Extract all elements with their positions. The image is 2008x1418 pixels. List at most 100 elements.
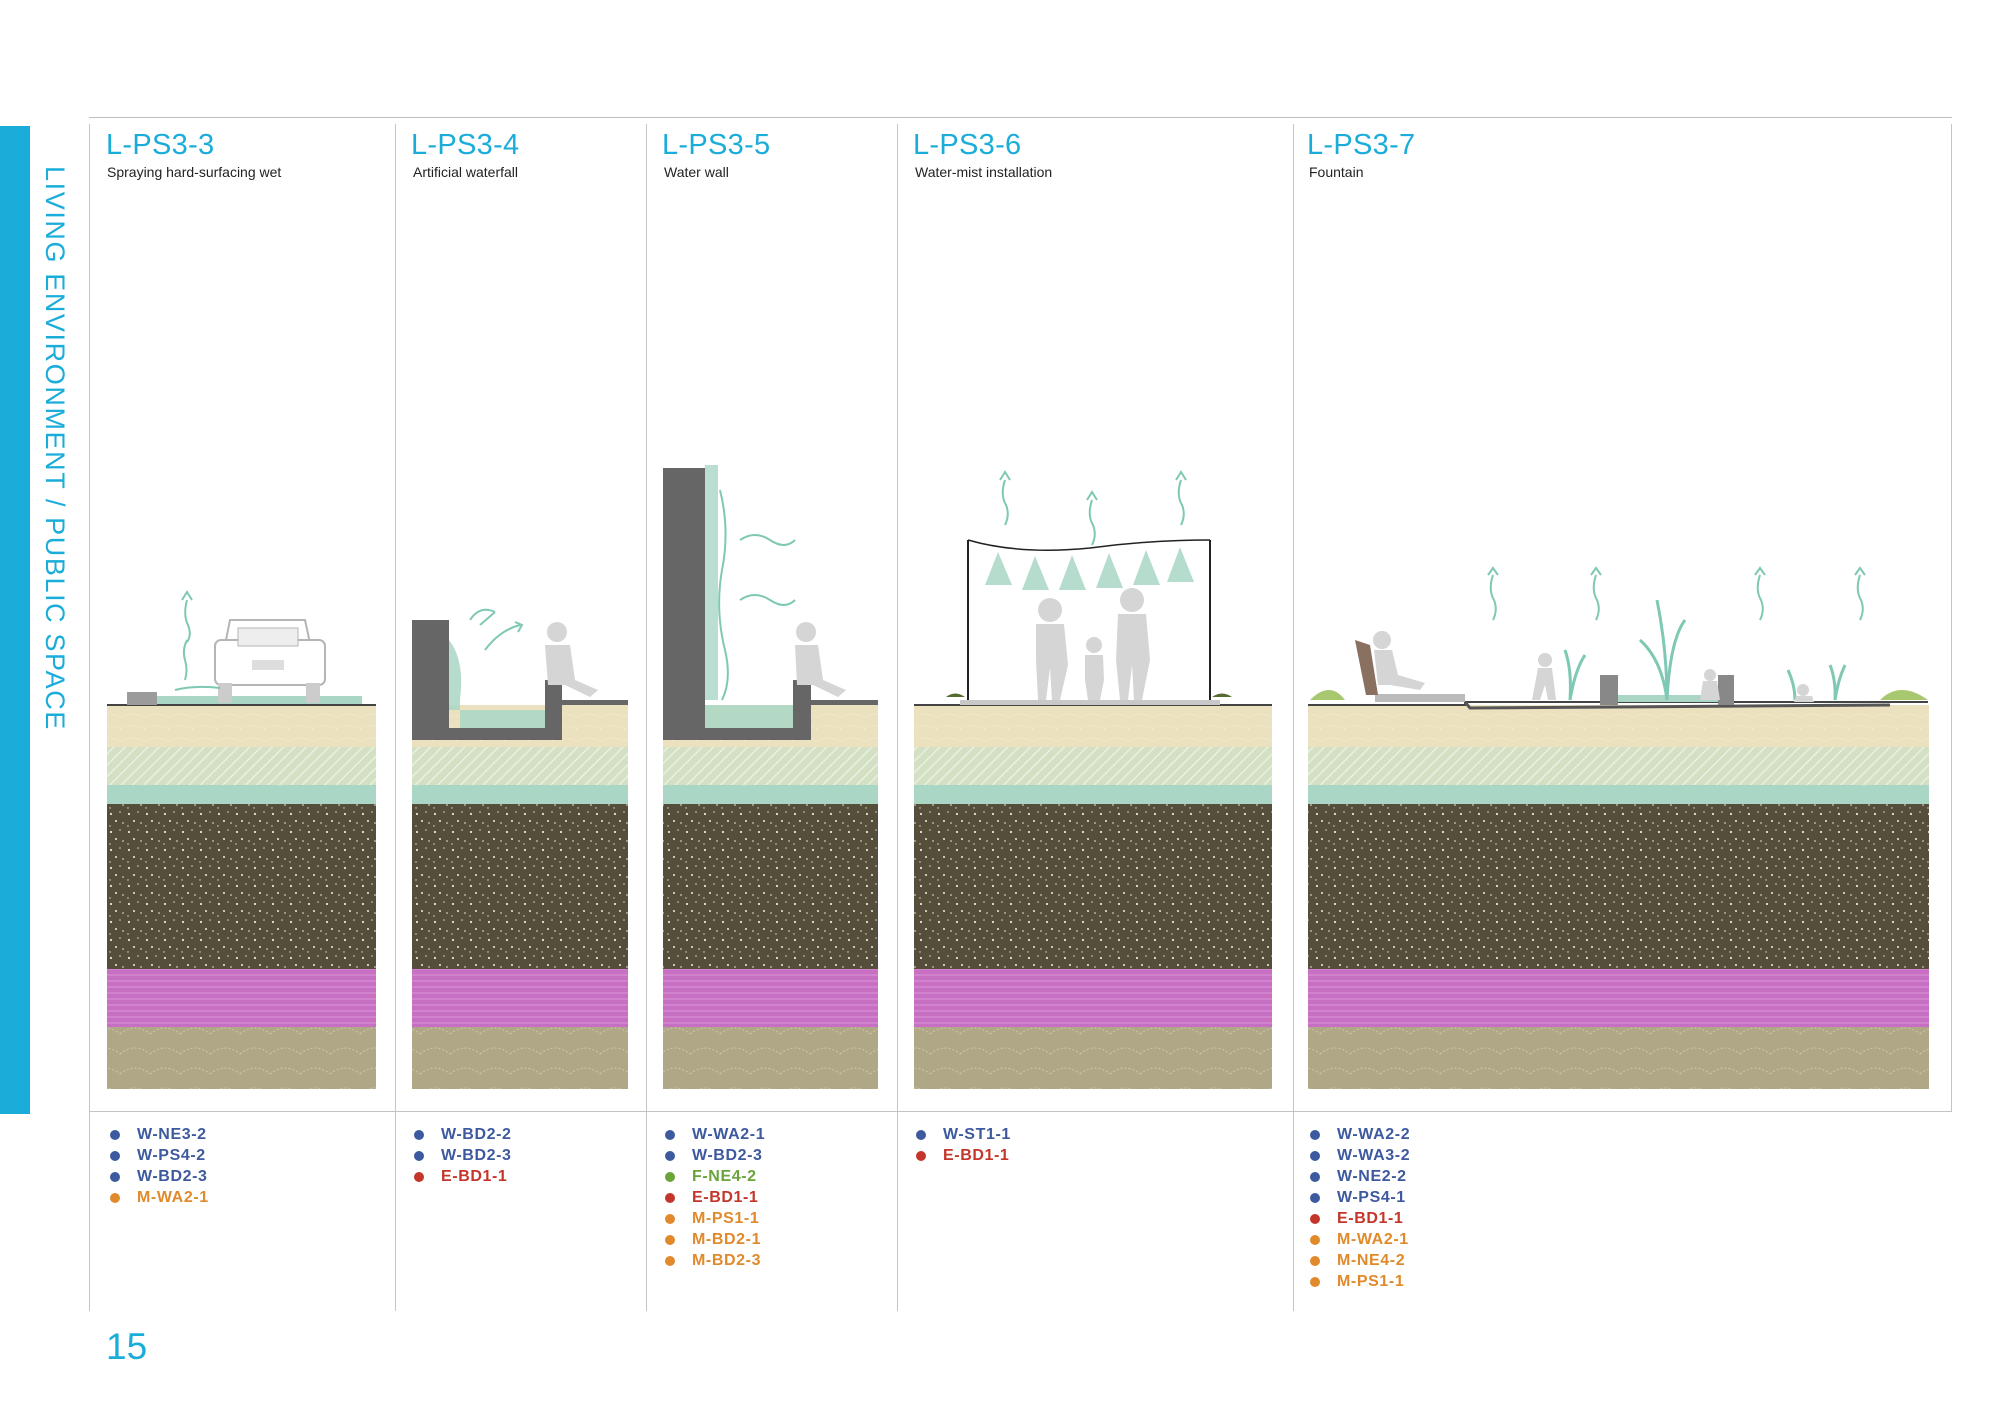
reference-item: M-WA2-1 [1310, 1229, 1410, 1250]
reference-item: W-PS4-2 [110, 1145, 209, 1166]
reference-label: E-BD1-1 [1337, 1210, 1404, 1227]
reference-item: W-WA2-1 [665, 1124, 765, 1145]
soil-column-2 [412, 705, 628, 1089]
bullet-dot-icon [1310, 1277, 1320, 1287]
reference-item: W-WA3-2 [1310, 1145, 1410, 1166]
bullet-dot-icon [110, 1151, 120, 1161]
reference-label: W-BD2-3 [441, 1147, 512, 1164]
panel-subtitle: Water wall [664, 164, 729, 180]
soil-column-1 [107, 705, 376, 1089]
bullet-dot-icon [665, 1151, 675, 1161]
reference-label: M-BD2-1 [692, 1231, 762, 1248]
soil-column-5 [1308, 705, 1929, 1089]
bullet-dot-icon [1310, 1235, 1320, 1245]
reference-item: W-WA2-2 [1310, 1124, 1410, 1145]
panel-subtitle: Water-mist installation [915, 164, 1053, 180]
reference-item: M-PS1-1 [665, 1208, 765, 1229]
reference-item: W-BD2-3 [665, 1145, 765, 1166]
water-wall-illustration [663, 465, 878, 740]
reference-label: M-PS1-1 [1337, 1273, 1405, 1290]
mist-installation-illustration [914, 470, 1272, 706]
column-divider [897, 124, 898, 1311]
bullet-dot-icon [665, 1256, 675, 1266]
reference-item: W-NE2-2 [1310, 1166, 1410, 1187]
bullet-dot-icon [916, 1151, 926, 1161]
panel-code: L-PS3-6 [913, 129, 1022, 161]
bullet-dot-icon [665, 1214, 675, 1224]
reference-label: E-BD1-1 [441, 1168, 508, 1185]
reference-label: E-BD1-1 [692, 1189, 759, 1206]
panel-subtitle: Artificial waterfall [413, 164, 519, 180]
reference-label: W-PS4-1 [1337, 1189, 1406, 1206]
reference-item: M-NE4-2 [1310, 1250, 1410, 1271]
bullet-dot-icon [414, 1172, 424, 1182]
soil-column-3 [663, 705, 878, 1089]
panel-code: L-PS3-7 [1307, 129, 1416, 161]
panel-code: L-PS3-4 [411, 129, 520, 161]
bullet-dot-icon [1310, 1256, 1320, 1266]
bullet-dot-icon [916, 1130, 926, 1140]
column-divider [646, 124, 647, 1311]
sidebar-band [0, 126, 30, 1114]
column-divider [395, 124, 396, 1311]
bullet-dot-icon [1310, 1193, 1320, 1203]
reference-label: W-ST1-1 [943, 1126, 1011, 1143]
bullet-dot-icon [1310, 1214, 1320, 1224]
reference-item: W-PS4-1 [1310, 1187, 1410, 1208]
reference-item: M-BD2-3 [665, 1250, 765, 1271]
bullet-dot-icon [110, 1130, 120, 1140]
reference-label: W-NE3-2 [137, 1126, 207, 1143]
reference-label: M-WA2-1 [1337, 1231, 1409, 1248]
bullet-dot-icon [414, 1130, 424, 1140]
bullet-dot-icon [1310, 1172, 1320, 1182]
reference-label: W-WA2-2 [1337, 1126, 1411, 1143]
soil-column-4 [914, 705, 1272, 1089]
reference-item: W-BD2-3 [414, 1145, 512, 1166]
reference-item: W-ST1-1 [916, 1124, 1011, 1145]
reference-item: W-BD2-3 [110, 1166, 209, 1187]
reference-label: W-PS4-2 [137, 1147, 206, 1164]
bullet-dot-icon [665, 1235, 675, 1245]
reference-label: M-BD2-3 [692, 1252, 762, 1269]
bullet-dot-icon [665, 1130, 675, 1140]
waterfall-illustration [412, 608, 628, 740]
reference-label: W-WA3-2 [1337, 1147, 1411, 1164]
reference-item: M-PS1-1 [1310, 1271, 1410, 1292]
reference-item: M-WA2-1 [110, 1187, 209, 1208]
reference-label: M-NE4-2 [1337, 1252, 1406, 1269]
reference-label: W-BD2-3 [692, 1147, 763, 1164]
reference-label: W-NE2-2 [1337, 1168, 1407, 1185]
reference-item: E-BD1-1 [414, 1166, 512, 1187]
reference-label: W-WA2-1 [692, 1126, 766, 1143]
bullet-dot-icon [665, 1193, 675, 1203]
reference-label: F-NE4-2 [692, 1168, 757, 1185]
fountain-illustration [1308, 566, 1928, 710]
reference-label: E-BD1-1 [943, 1147, 1010, 1164]
bullet-dot-icon [414, 1151, 424, 1161]
panel-subtitle: Fountain [1309, 164, 1364, 180]
car-illustration [107, 590, 376, 706]
bullet-dot-icon [1310, 1151, 1320, 1161]
reference-label: W-BD2-2 [441, 1126, 512, 1143]
reference-item: F-NE4-2 [665, 1166, 765, 1187]
reference-item: W-NE3-2 [110, 1124, 209, 1145]
bullet-dot-icon [665, 1172, 675, 1182]
reference-label: W-BD2-3 [137, 1168, 208, 1185]
reference-item: E-BD1-1 [916, 1145, 1011, 1166]
reference-label: M-WA2-1 [137, 1189, 209, 1206]
panel-code: L-PS3-5 [662, 129, 771, 161]
reference-label: M-PS1-1 [692, 1210, 760, 1227]
reference-item: E-BD1-1 [665, 1187, 765, 1208]
reference-item: W-BD2-2 [414, 1124, 512, 1145]
reference-item: M-BD2-1 [665, 1229, 765, 1250]
bullet-dot-icon [110, 1172, 120, 1182]
bullet-dot-icon [1310, 1130, 1320, 1140]
column-divider [1293, 124, 1294, 1311]
bullet-dot-icon [110, 1193, 120, 1203]
